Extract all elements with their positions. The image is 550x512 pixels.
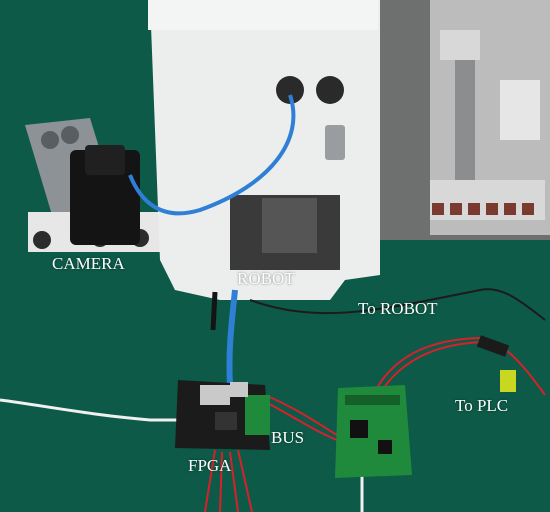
blue-air-tube [128, 94, 296, 216]
camera-device [70, 145, 140, 245]
robot-arm [148, 0, 380, 300]
robot-label: ROBOT [237, 269, 295, 288]
fpga-label: FPGA [188, 456, 232, 475]
to-robot-label: To ROBOT [358, 299, 438, 318]
camera-label: CAMERA [52, 254, 125, 273]
bus-label: BUS [271, 428, 305, 447]
robot-control-cable [210, 291, 218, 331]
production-line-equipment [380, 0, 550, 240]
usb-cable [0, 398, 178, 422]
bus-pcb [335, 385, 412, 478]
plc-connector [476, 335, 516, 392]
robot-network-cable [226, 289, 238, 386]
to-plc-label: To PLC [455, 396, 509, 415]
fpga-board [175, 380, 270, 450]
black-signal-wire [249, 288, 546, 321]
